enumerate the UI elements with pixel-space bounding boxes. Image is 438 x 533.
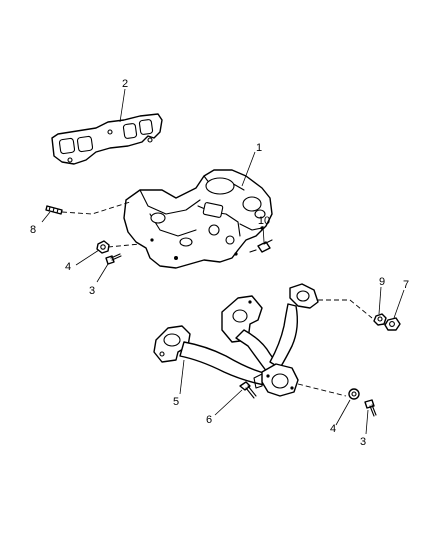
nut-7 <box>384 317 401 331</box>
callout-8: 8 <box>30 224 36 236</box>
nut-upper-alignment-line <box>107 243 141 248</box>
callout-3-lower: 3 <box>360 436 366 448</box>
stud-6 <box>239 381 257 399</box>
callout-5: 5 <box>173 396 179 408</box>
exhaust-manifold <box>153 283 319 397</box>
callout-6: 6 <box>206 414 212 426</box>
sensor-stud <box>249 239 273 253</box>
callout-1: 1 <box>256 142 262 154</box>
callout-10: 10 <box>258 215 270 227</box>
callout-4-upper: 4 <box>65 261 71 273</box>
callout-9: 9 <box>379 276 385 288</box>
callout-4-lower: 4 <box>330 423 336 435</box>
bolt-upper <box>105 253 122 265</box>
nut-9 <box>373 313 387 326</box>
bolt-lower <box>364 399 377 417</box>
gasket <box>51 113 163 165</box>
exhaust-lower-alignment-line <box>297 383 347 397</box>
exhaust-nut-alignment-line <box>318 299 373 319</box>
stud <box>45 205 63 215</box>
callout-3-upper: 3 <box>89 285 95 297</box>
callout-7: 7 <box>403 279 409 291</box>
nut-upper <box>96 240 110 254</box>
stud-alignment-line <box>61 201 131 215</box>
washer-lower <box>348 388 360 400</box>
callout-2: 2 <box>122 78 128 90</box>
intake-manifold <box>123 169 273 269</box>
